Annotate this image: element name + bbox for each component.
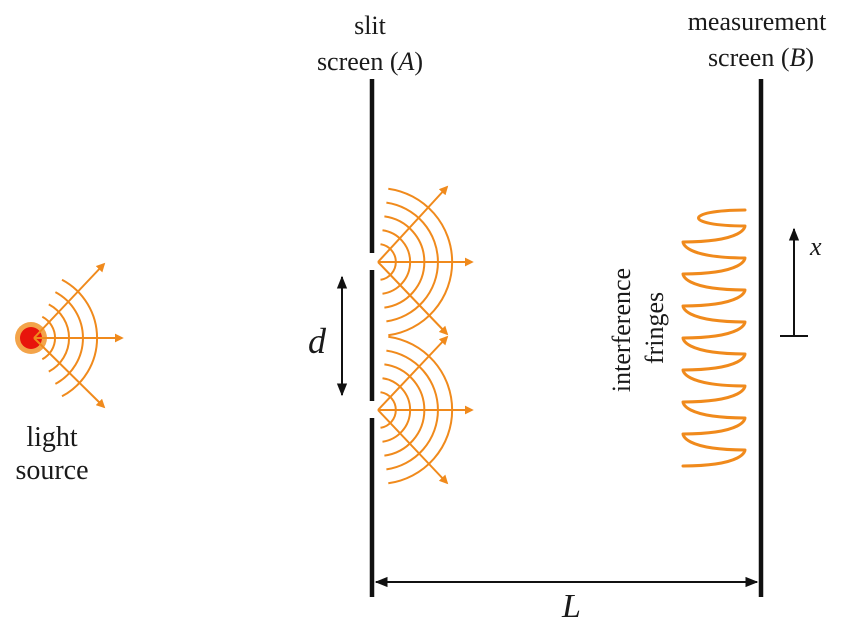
measurement-screen-label-line2: screen (B)	[708, 43, 814, 72]
slit-screen-prefix: screen (	[317, 47, 399, 76]
slit-screen-suffix: )	[414, 47, 423, 76]
slit-top-ray-down	[377, 261, 449, 336]
slit-screen-label-line1: slit	[354, 11, 387, 40]
position-axis-label: x	[809, 232, 822, 261]
source-rays	[33, 262, 124, 409]
source-ray-down	[33, 337, 106, 409]
slit-screen-label-line2: screen (A)	[317, 47, 423, 76]
interference-fringes	[681, 208, 747, 468]
fringes-label-line2: fringes	[640, 292, 669, 364]
slit-separation-label: d	[308, 321, 327, 361]
slit-top-ray-up	[377, 185, 449, 263]
light-source-label-line1: light	[26, 422, 78, 453]
position-axis	[780, 227, 808, 337]
measurement-screen-prefix: screen (	[708, 43, 790, 72]
slit-screen-symbol: A	[397, 47, 415, 76]
measurement-screen-symbol: B	[790, 43, 806, 72]
slit-bottom-ray-down	[377, 409, 449, 485]
slit-bottom-ray-up	[377, 335, 449, 411]
light-source	[15, 322, 47, 354]
slit-wavefronts	[380, 187, 454, 485]
measurement-screen-label-line1: measurement	[688, 7, 827, 36]
screen-distance-label: L	[561, 588, 581, 621]
source-ray-up	[33, 262, 106, 339]
slit-rays	[377, 185, 474, 485]
fringes-label-line1: interference	[607, 268, 636, 392]
light-source-core	[20, 327, 42, 349]
measurement-screen-suffix: )	[805, 43, 814, 72]
light-source-label-line2: source	[15, 455, 88, 486]
